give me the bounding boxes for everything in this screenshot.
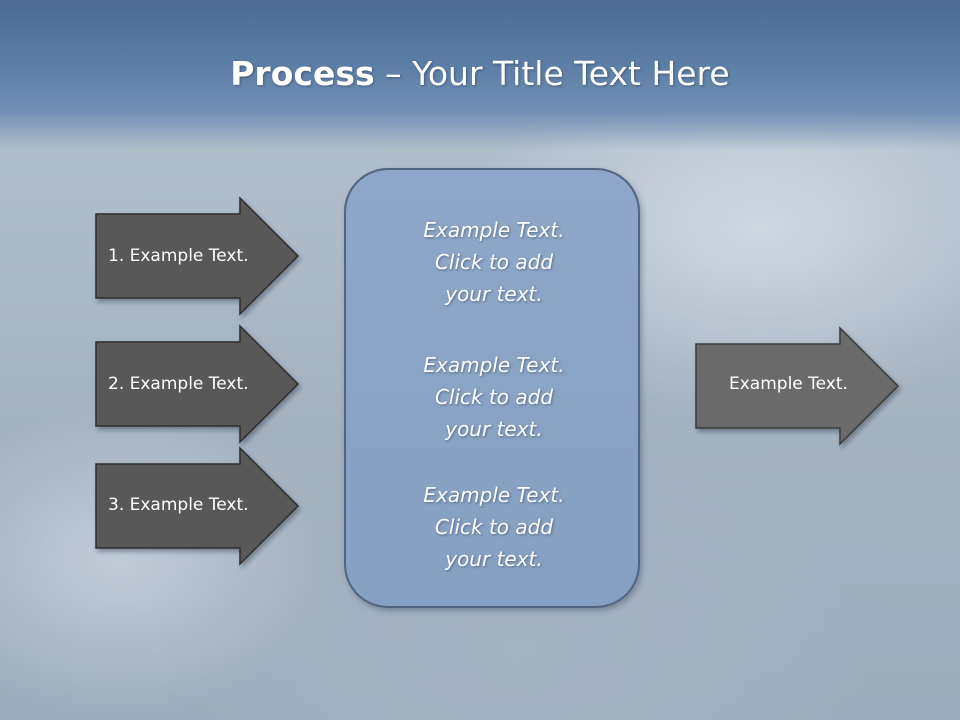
center-box-item-1[interactable]: Example Text. Click to add your text. <box>346 214 642 310</box>
slide-title[interactable]: Process – Your Title Text Here <box>0 52 960 96</box>
center-box-item-3[interactable]: Example Text. Click to add your text. <box>346 479 642 575</box>
title-rest-part: – Your Title Text Here <box>374 54 730 93</box>
center-box-item-1-line3: your text. <box>445 282 543 306</box>
center-box-item-3-line2: Click to add <box>434 515 554 539</box>
center-text-box[interactable]: Example Text. Click to add your text. Ex… <box>344 168 640 608</box>
title-bold-part: Process <box>230 54 375 93</box>
right-arrow[interactable] <box>695 326 900 446</box>
center-box-item-2[interactable]: Example Text. Click to add your text. <box>346 349 642 445</box>
left-arrow-2-label: 2. Example Text. <box>108 374 249 394</box>
left-arrow-2[interactable] <box>95 324 300 444</box>
center-box-item-1-line1: Example Text. <box>423 218 565 242</box>
left-arrow-3[interactable] <box>95 446 300 566</box>
left-arrow-1-label: 1. Example Text. <box>108 246 249 266</box>
center-box-item-3-line3: your text. <box>445 547 543 571</box>
center-box-item-2-line1: Example Text. <box>423 353 565 377</box>
center-box-item-2-line2: Click to add <box>434 385 554 409</box>
left-arrow-1[interactable] <box>95 196 300 316</box>
center-box-item-3-line1: Example Text. <box>423 483 565 507</box>
left-arrow-3-label: 3. Example Text. <box>108 495 249 515</box>
center-box-item-2-line3: your text. <box>445 417 543 441</box>
right-arrow-label: Example Text. <box>729 374 848 394</box>
title-band <box>0 0 960 150</box>
center-box-item-1-line2: Click to add <box>434 250 554 274</box>
